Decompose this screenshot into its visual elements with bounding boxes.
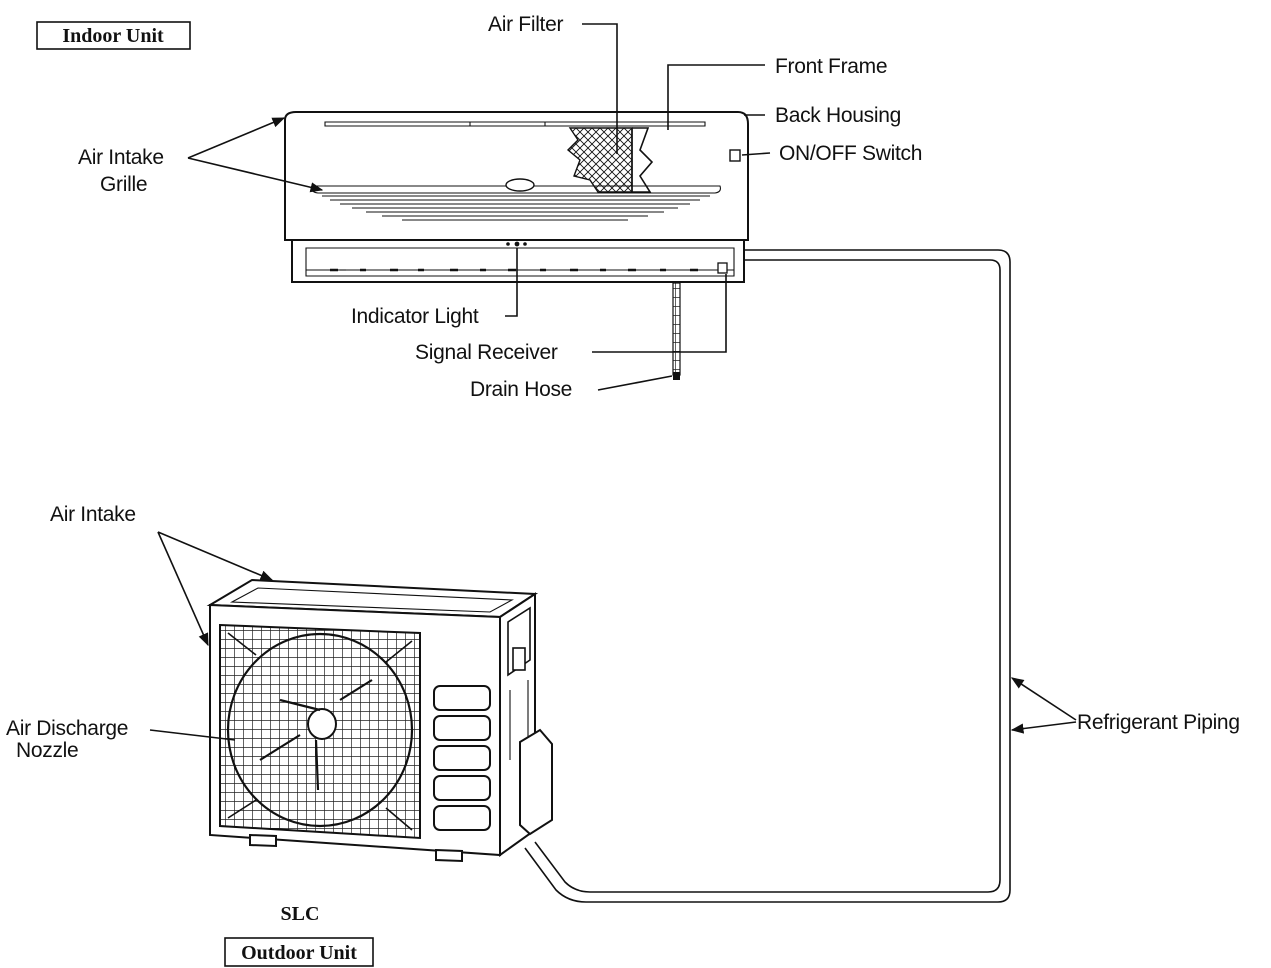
indoor-unit-title-text: Indoor Unit: [62, 25, 164, 47]
indoor-unit: [284, 111, 749, 380]
refrigerant-piping: [524, 249, 1011, 903]
outdoor-unit: [206, 578, 553, 863]
label-air-intake: Air Intake: [50, 503, 136, 526]
label-air-discharge-line1: Air Discharge: [6, 717, 128, 740]
label-air-filter: Air Filter: [488, 13, 563, 36]
model-label: SLC: [281, 903, 320, 925]
indoor-unit-title: Indoor Unit: [36, 21, 191, 50]
label-air-discharge-line2: Nozzle: [16, 739, 78, 762]
label-front-frame: Front Frame: [775, 55, 887, 78]
label-back-housing: Back Housing: [775, 104, 901, 127]
label-on-off-switch: ON/OFF Switch: [779, 142, 922, 165]
label-drain-hose: Drain Hose: [470, 378, 572, 401]
outdoor-unit-title: Outdoor Unit: [224, 937, 374, 967]
label-indicator-light: Indicator Light: [351, 305, 479, 328]
label-refrigerant-piping: Refrigerant Piping: [1077, 711, 1240, 734]
outdoor-unit-title-text: Outdoor Unit: [241, 942, 357, 964]
label-air-intake-grille-line2: Grille: [100, 173, 147, 196]
label-signal-receiver: Signal Receiver: [415, 341, 558, 364]
leader-lines: [149, 23, 1077, 741]
label-air-intake-grille-line1: Air Intake: [78, 146, 164, 169]
